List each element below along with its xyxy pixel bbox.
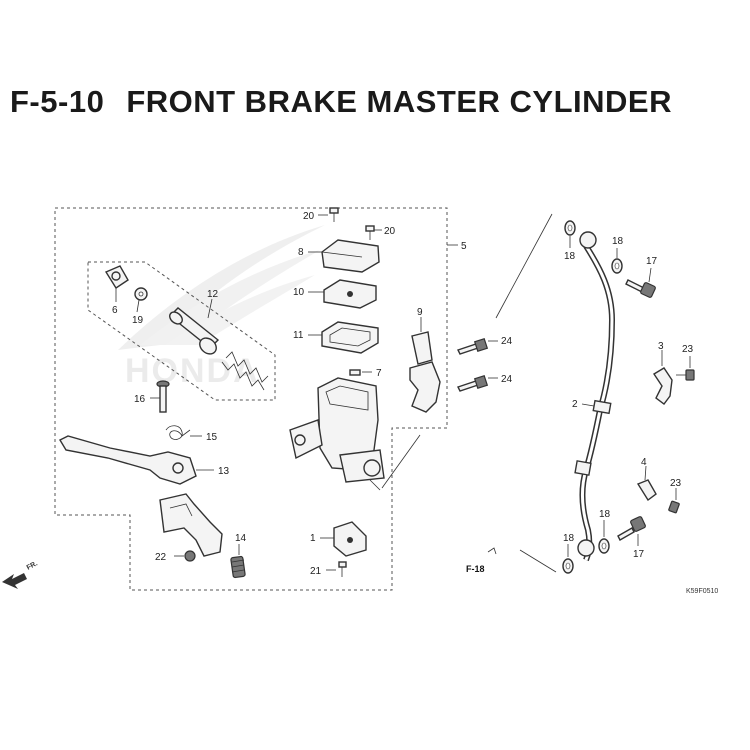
clamp-screw-1 — [676, 369, 695, 381]
switch-bracket — [159, 493, 223, 557]
master-cylinder-body — [289, 377, 385, 491]
piston-kit-boundary — [87, 261, 276, 401]
oil-bolt-2 — [617, 516, 646, 541]
diagram-code: F-5-10 — [10, 84, 105, 119]
reference-label: F-18 — [466, 564, 485, 574]
torsion-spring — [165, 425, 191, 440]
brake-lever — [59, 435, 197, 485]
callout-10: 10 — [293, 287, 305, 298]
holder-bolt-2 — [457, 374, 489, 392]
switch-spring — [230, 555, 246, 579]
callout-20a: 20 — [303, 211, 315, 222]
pivot-bolt — [156, 380, 170, 413]
brake-hose — [574, 231, 616, 562]
clamp-screw-2 — [668, 500, 680, 514]
callout-4: 4 — [641, 457, 647, 468]
callout-8: 8 — [298, 247, 304, 258]
piston-spring — [221, 351, 269, 391]
callout-1: 1 — [310, 533, 316, 544]
callout-11: 11 — [293, 330, 304, 341]
callout-16: 16 — [134, 394, 146, 405]
bracket-screw — [184, 550, 196, 562]
cap-screw — [329, 207, 339, 222]
float — [349, 369, 361, 376]
callout-2: 2 — [572, 399, 578, 410]
sealing-washer-2 — [611, 258, 623, 274]
diagram-title: F-5-10 FRONT BRAKE MASTER CYLINDER — [10, 84, 672, 120]
callout-6: 6 — [112, 305, 118, 316]
callout-23a: 23 — [682, 344, 694, 355]
callout-17a: 17 — [646, 256, 658, 267]
callout-14: 14 — [235, 533, 247, 544]
diaphragm — [321, 321, 379, 354]
callout-18c: 18 — [563, 533, 575, 544]
callout-20b: 20 — [384, 226, 396, 237]
callout-18d: 18 — [599, 509, 611, 520]
hose-leader-line — [381, 434, 421, 489]
direction-label: FR. — [26, 560, 39, 572]
callout-3: 3 — [658, 341, 664, 352]
callout-18b: 18 — [612, 236, 624, 247]
sealing-washer-1 — [564, 220, 576, 236]
hose-leader-line-3 — [519, 549, 557, 573]
hose-leader-line-2 — [495, 213, 553, 319]
diaphragm-plate — [323, 279, 377, 309]
assembly-boundary — [54, 207, 448, 591]
callout-18a: 18 — [564, 251, 576, 262]
callout-17b: 17 — [633, 549, 645, 560]
callout-22: 22 — [155, 552, 167, 563]
hose-guide — [636, 479, 657, 502]
callout-19: 19 — [132, 315, 144, 326]
sealing-washer-4 — [598, 538, 610, 554]
stop-switch — [333, 521, 367, 557]
reference-arrow — [487, 547, 497, 555]
callout-13: 13 — [218, 466, 230, 477]
switch-screw — [338, 561, 347, 577]
holder — [409, 331, 441, 413]
circlip — [134, 287, 148, 301]
callout-24b: 24 — [501, 374, 513, 385]
callout-24a: 24 — [501, 336, 513, 347]
holder-bolt — [457, 337, 489, 355]
boot — [104, 265, 129, 289]
hose-clamp — [653, 367, 673, 405]
callout-15: 15 — [206, 432, 218, 443]
diagram-title-text: FRONT BRAKE MASTER CYLINDER — [126, 84, 672, 119]
oil-bolt-1 — [625, 279, 656, 298]
callout-9: 9 — [417, 307, 423, 318]
callout-7: 7 — [376, 368, 382, 379]
sealing-washer-3 — [562, 558, 574, 574]
callout-23b: 23 — [670, 478, 682, 489]
drawing-number: K59F0510 — [686, 588, 718, 595]
piston — [168, 307, 220, 355]
callout-12: 12 — [207, 289, 219, 300]
front-direction-arrow: FR. — [2, 560, 39, 589]
reservoir-cap — [321, 239, 380, 273]
honda-wing-watermark: HONDA — [118, 225, 325, 390]
callout-5: 5 — [461, 241, 467, 252]
cap-screw-2 — [365, 225, 375, 240]
callout-21: 21 — [310, 566, 322, 577]
